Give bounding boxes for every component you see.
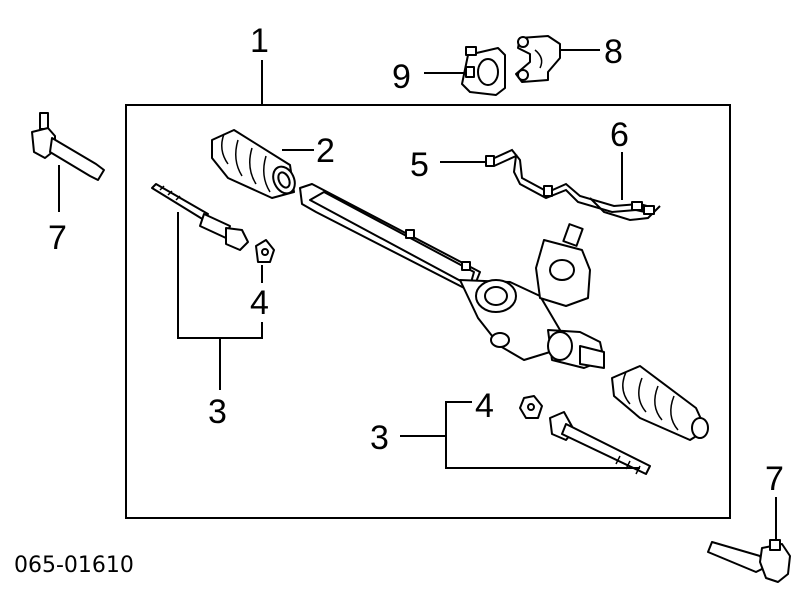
hose-pair-part (589, 197, 661, 222)
callout-7-right: 7 (765, 460, 784, 498)
tie-rod-left-part (151, 183, 249, 251)
callout-9: 9 (392, 58, 411, 96)
callout-1: 1 (250, 22, 269, 60)
callout-6: 6 (610, 116, 629, 154)
bushing-part (461, 46, 506, 96)
rack-housing-part (299, 183, 605, 369)
callout-8: 8 (604, 33, 623, 71)
hose-upper-part (485, 148, 655, 215)
nut-right-part (519, 395, 543, 419)
assembly-frame (125, 104, 731, 519)
tie-rod-end-left-part (31, 112, 105, 181)
nut-left-part (255, 239, 275, 263)
callout-7-left: 7 (48, 219, 67, 257)
callout-5: 5 (410, 146, 429, 184)
reference-code: 065-01610 (14, 553, 134, 578)
tie-rod-end-right-part (707, 539, 791, 583)
callout-3-left: 3 (208, 393, 227, 431)
boot-left-part (211, 129, 296, 199)
bracket-part (515, 35, 561, 83)
callout-4-left: 4 (250, 284, 269, 322)
callout-4-right: 4 (475, 387, 494, 425)
boot-right-part (611, 365, 709, 441)
callout-3-right: 3 (370, 419, 389, 457)
callout-2: 2 (316, 132, 335, 170)
tie-rod-right-part (549, 411, 651, 475)
